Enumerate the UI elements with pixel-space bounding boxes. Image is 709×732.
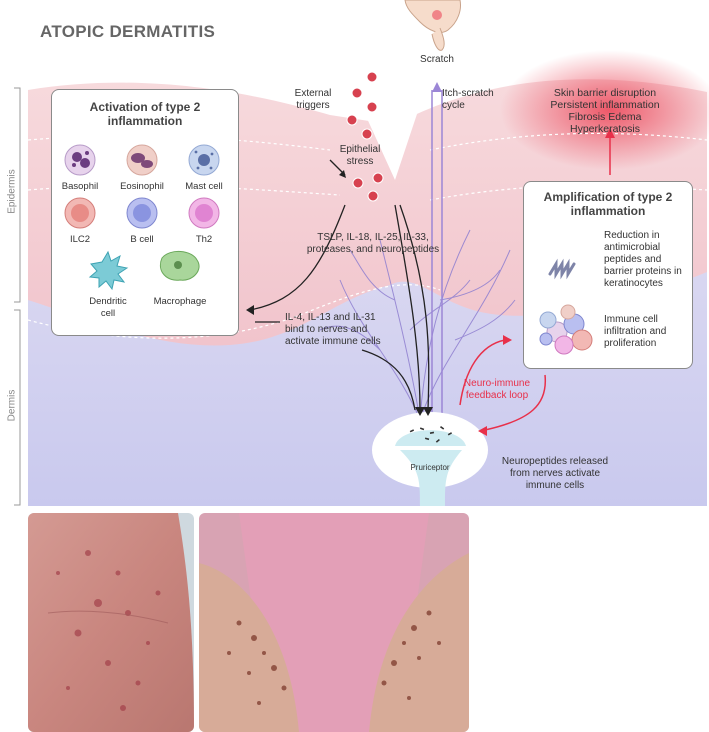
b-cell-icon: [127, 198, 157, 228]
basophil-label: Basophil: [60, 181, 100, 192]
skin-effect-item: Skin barrier disruption: [545, 87, 665, 99]
epithelial-stress-label: Epithelial stress: [330, 144, 390, 168]
clinical-photo-forearms: [199, 513, 469, 732]
th2-label: Th2: [184, 234, 224, 245]
macrophage-label: Macrophage: [147, 296, 213, 307]
macrophage-icon: [160, 251, 199, 280]
skin-effect-item: Fibrosis Edema: [545, 111, 665, 123]
immune-cell-cluster-icon: [540, 305, 592, 354]
dendritic-cell-icon: [90, 252, 127, 289]
pruriceptor-label: Pruriceptor: [405, 462, 455, 474]
external-triggers-label: External triggers: [283, 88, 343, 112]
b-cell-label: B cell: [122, 234, 162, 245]
amplification-item-infiltration: Immune cell infiltration and proliferati…: [604, 314, 688, 350]
dendritic-cell-label: Dendritic cell: [86, 296, 130, 320]
itch-scratch-cycle-label: Itch-scratch cycle: [442, 88, 504, 112]
il-bind-label: IL-4, IL-13 and IL-31 bind to nerves and…: [285, 312, 385, 348]
neuropeptides-label: Neuropeptides released from nerves activ…: [495, 456, 615, 492]
scratch-point: [432, 10, 442, 20]
clinical-photo-arm: [28, 513, 194, 732]
ilc2-icon: [65, 198, 95, 228]
mast-cell-icon: [189, 145, 219, 175]
neuro-immune-loop-label: Neuro-immune feedback loop: [462, 378, 532, 402]
layer-brackets: [14, 88, 20, 505]
eczema-forearms-image: [199, 513, 469, 732]
itch-scratch-arrowhead: [432, 82, 442, 92]
eosinophil-label: Eosinophil: [118, 181, 166, 192]
amplification-item-barrier: Reduction in antimicrobial peptides and …: [604, 230, 688, 290]
dermis-label: Dermis: [6, 390, 17, 422]
skin-effect-item: Hyperkeratosis: [545, 123, 665, 135]
scratch-label: Scratch: [412, 54, 462, 66]
cytokines-label: TSLP, IL-18, IL-25, IL-33, proteases, an…: [298, 232, 448, 256]
ilc2-label: ILC2: [60, 234, 100, 245]
epidermis-label: Epidermis: [7, 169, 18, 213]
protein-helix-icon: [550, 264, 574, 274]
amplification-box: Amplification of type 2 inflammation Red…: [523, 181, 693, 369]
mast-cell-label: Mast cell: [182, 181, 226, 192]
activation-box: Activation of type 2 inflammation: [51, 89, 239, 336]
eczema-arm-image: [28, 513, 194, 732]
scratching-hand: [405, 0, 461, 50]
th2-icon: [189, 198, 219, 228]
skin-effects-list: Skin barrier disruption Persistent infla…: [545, 87, 665, 135]
basophil-icon: [65, 145, 95, 175]
skin-effect-item: Persistent inflammation: [545, 99, 665, 111]
eosinophil-icon: [127, 145, 157, 175]
